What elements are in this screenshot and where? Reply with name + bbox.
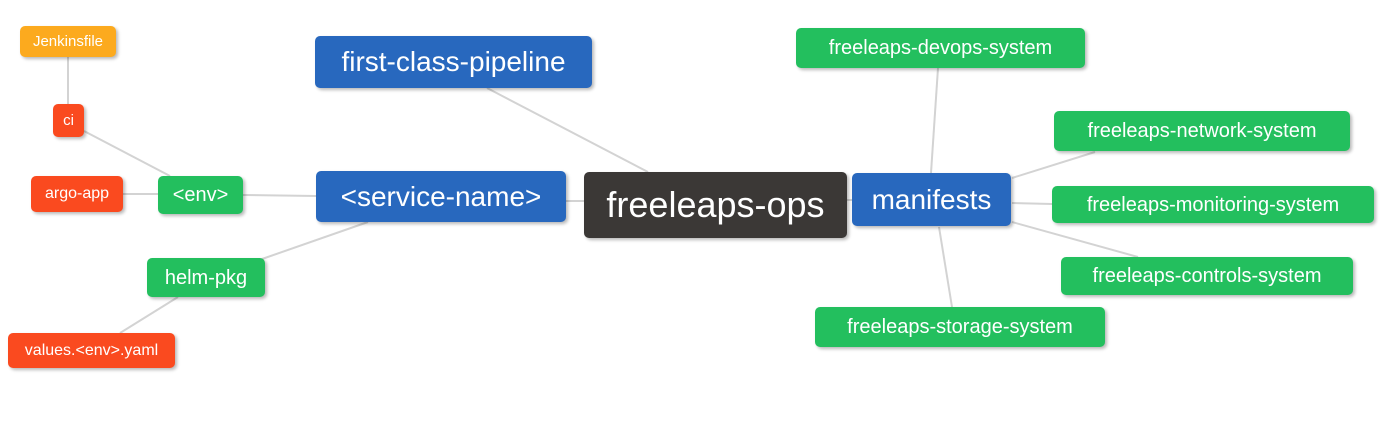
- edge-manifests-to-freeleaps-storage-system: [938, 226, 953, 308]
- node-label: <env>: [172, 184, 229, 206]
- node-label: helm-pkg: [164, 266, 248, 289]
- node-label: freeleaps-monitoring-system: [1086, 193, 1340, 216]
- node-label: manifests: [871, 183, 992, 215]
- edge-first-class-pipeline-to-freeleaps-ops: [486, 87, 649, 173]
- node-values-env-yaml[interactable]: values.<env>.yaml: [8, 333, 175, 368]
- edge-ci-to-env: [83, 130, 171, 177]
- edge-manifests-to-freeleaps-monitoring-system: [1011, 202, 1053, 205]
- node-label: freeleaps-devops-system: [828, 37, 1053, 59]
- node-label: ci: [63, 112, 74, 129]
- node-label: Jenkinsfile: [32, 33, 104, 50]
- node-freeleaps-monitoring-system[interactable]: freeleaps-monitoring-system: [1052, 186, 1374, 223]
- edge-manifests-to-freeleaps-network-system: [1011, 151, 1096, 179]
- node-label: freeleaps-storage-system: [847, 316, 1073, 338]
- node-label: freeleaps-controls-system: [1092, 265, 1322, 287]
- node-label: freeleaps-network-system: [1087, 120, 1317, 142]
- node-argo-app[interactable]: argo-app: [31, 176, 123, 212]
- node-label: argo-app: [44, 185, 110, 202]
- node-service-name[interactable]: <service-name>: [316, 171, 566, 222]
- edge-env-to-service-name: [242, 194, 317, 197]
- node-freeleaps-storage-system[interactable]: freeleaps-storage-system: [815, 307, 1105, 347]
- node-label: values.<env>.yaml: [24, 341, 159, 359]
- node-freeleaps-devops-system[interactable]: freeleaps-devops-system: [796, 28, 1085, 68]
- edge-values-env-yaml-to-helm-pkg: [119, 296, 179, 334]
- edge-manifests-to-freeleaps-controls-system: [1011, 221, 1139, 258]
- node-manifests[interactable]: manifests: [852, 173, 1011, 226]
- node-freeleaps-network-system[interactable]: freeleaps-network-system: [1054, 111, 1350, 151]
- node-label: <service-name>: [340, 180, 542, 212]
- node-label: first-class-pipeline: [341, 46, 566, 77]
- node-first-class-pipeline[interactable]: first-class-pipeline: [315, 36, 592, 88]
- edge-manifests-to-freeleaps-devops-system: [930, 67, 939, 174]
- node-label: freeleaps-ops: [606, 184, 825, 225]
- node-ci[interactable]: ci: [53, 104, 84, 137]
- node-freeleaps-controls-system[interactable]: freeleaps-controls-system: [1061, 257, 1353, 295]
- node-env[interactable]: <env>: [158, 176, 243, 214]
- node-jenkinsfile[interactable]: Jenkinsfile: [20, 26, 116, 57]
- node-freeleaps-ops[interactable]: freeleaps-ops: [584, 172, 847, 238]
- node-helm-pkg[interactable]: helm-pkg: [147, 258, 265, 297]
- edge-helm-pkg-to-service-name: [261, 221, 369, 260]
